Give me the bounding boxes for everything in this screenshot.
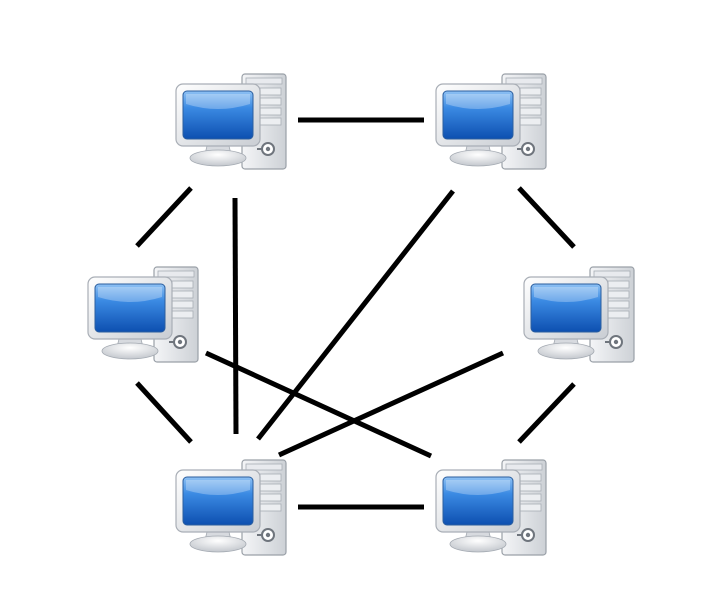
link-top-right-bottom-left xyxy=(258,191,453,439)
link-middle-right-bottom-right xyxy=(519,384,574,442)
link-middle-left-bottom-right xyxy=(206,353,431,456)
computer-node-middle-right xyxy=(524,267,634,362)
link-middle-left-bottom-left xyxy=(137,383,191,442)
link-top-left-bottom-left xyxy=(235,198,236,434)
computer-node-bottom-left xyxy=(176,460,286,555)
desktop-computer-icon xyxy=(88,267,198,362)
desktop-computer-icon xyxy=(524,267,634,362)
link-top-left-middle-left xyxy=(137,188,191,246)
desktop-computer-icon xyxy=(176,74,286,169)
desktop-computer-icon xyxy=(436,460,546,555)
link-top-right-middle-right xyxy=(519,188,574,247)
links-layer xyxy=(137,120,574,507)
desktop-computer-icon xyxy=(436,74,546,169)
computer-node-top-left xyxy=(176,74,286,169)
desktop-computer-icon xyxy=(176,460,286,555)
computer-node-middle-left xyxy=(88,267,198,362)
nodes-layer xyxy=(88,74,634,555)
computer-node-bottom-right xyxy=(436,460,546,555)
computer-node-top-right xyxy=(436,74,546,169)
